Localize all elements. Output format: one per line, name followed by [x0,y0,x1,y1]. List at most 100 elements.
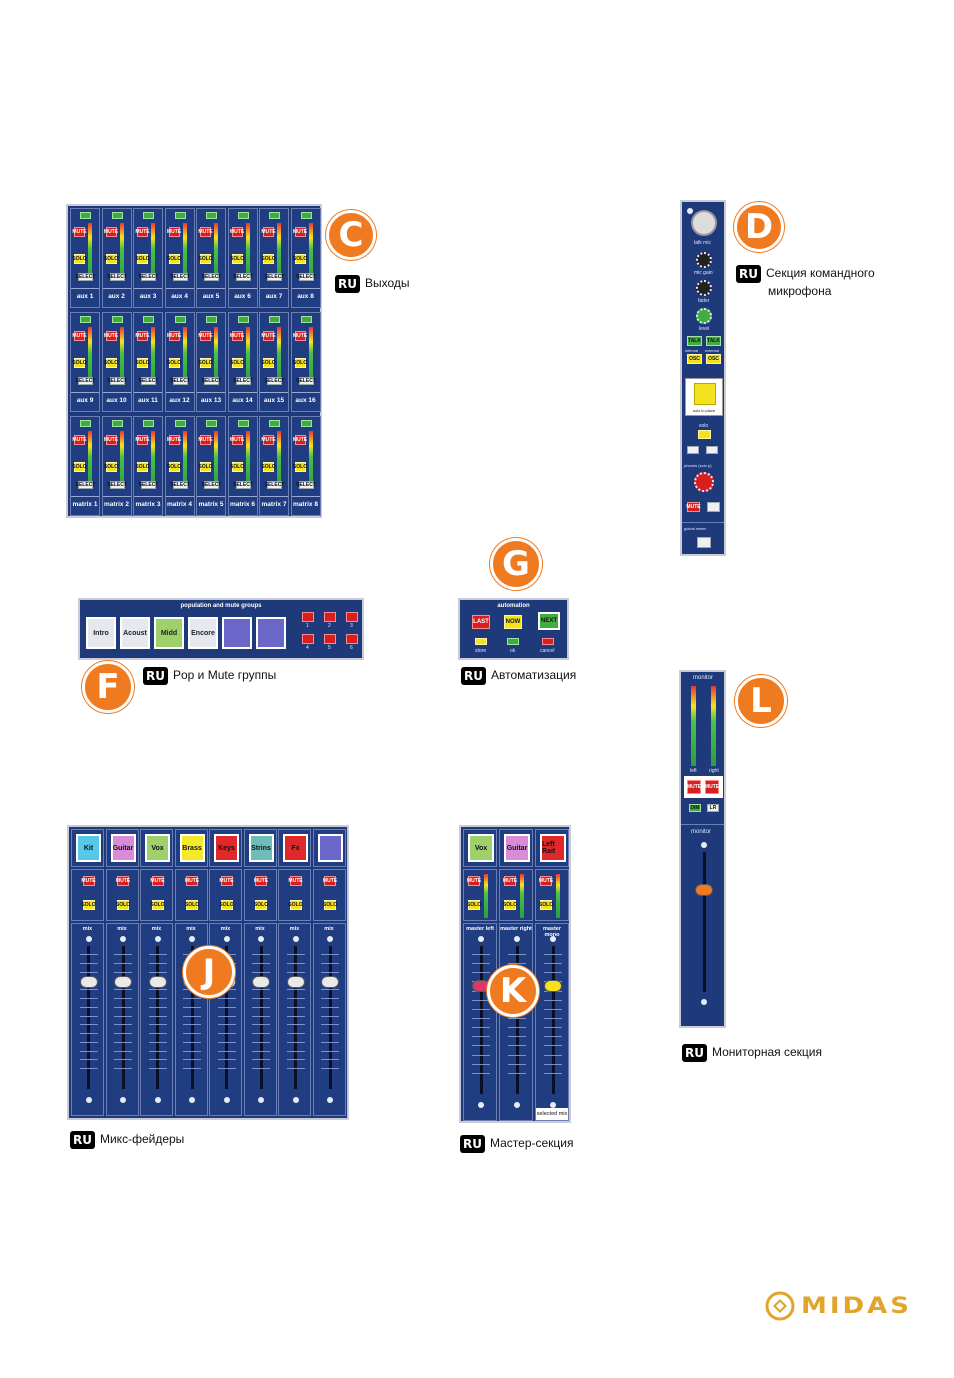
channel-label-button[interactable]: Vox [145,834,170,862]
output-select-top-button[interactable] [80,212,91,219]
monitor-mute-right-button[interactable]: MUTE [705,780,719,794]
last-button[interactable]: LAST [472,615,490,629]
output-solo-button[interactable]: SOLO [103,462,119,472]
output-select-top-button[interactable] [237,212,249,219]
output-mute-button[interactable]: MUTE [229,435,245,445]
output-select-top-button[interactable] [80,316,91,323]
fader-cap[interactable] [286,976,305,988]
output-select-top-button[interactable] [237,420,249,427]
group-button[interactable]: Encore [188,617,218,649]
fader-cap[interactable] [252,976,270,988]
output-mute-button[interactable]: MUTE [72,227,87,237]
group-button[interactable]: Acoust [120,617,150,649]
output-solo-button[interactable]: SOLO [135,462,150,472]
output-select-top-button[interactable] [111,420,123,427]
output-select-button[interactable]: SELECT [75,481,96,489]
output-select-button[interactable]: SELECT [264,273,285,281]
channel-label-button[interactable]: Guitar [504,834,530,862]
fader-cap[interactable] [79,976,98,988]
channel-label-button[interactable]: Left Rait [540,834,566,862]
group-button[interactable] [256,617,286,649]
mute-button[interactable]: MUTE [466,876,482,886]
solo-button[interactable]: SOLO [466,900,482,910]
solo-button[interactable]: SOLO [81,900,96,910]
output-select-button[interactable]: SELECT [107,377,127,385]
ok-button[interactable] [507,638,519,645]
output-select-top-button[interactable] [269,212,280,219]
output-solo-button[interactable]: SOLO [198,462,213,472]
fader-knob[interactable] [696,280,712,296]
fader-cap[interactable] [321,976,339,988]
mute-button[interactable]: MUTE [288,876,303,886]
output-mute-button[interactable]: MUTE [166,331,182,341]
mute-button[interactable]: MUTE [502,876,518,886]
osc-internal-button[interactable]: OSC [687,354,702,364]
output-mute-button[interactable]: MUTE [198,227,213,237]
monitor-fader-cap[interactable] [695,884,713,896]
output-mute-button[interactable]: MUTE [103,435,119,445]
output-mute-button[interactable]: MUTE [135,331,150,341]
fader-cap[interactable] [544,980,562,992]
output-solo-button[interactable]: SOLO [72,254,87,264]
output-solo-button[interactable]: SOLO [72,358,87,368]
group-mute-button[interactable] [324,634,336,644]
output-solo-button[interactable]: SOLO [292,254,308,264]
output-select-button[interactable]: SELECT [75,377,96,385]
channel-label-button[interactable]: Fx [283,834,308,862]
group-mute-button[interactable] [346,634,358,644]
group-button[interactable]: Intro [86,617,116,649]
output-select-button[interactable]: SELECT [296,377,316,385]
mute-button[interactable]: MUTE [184,876,200,886]
solo-in-place-button[interactable] [694,383,716,405]
output-select-top-button[interactable] [80,420,91,427]
output-select-top-button[interactable] [143,316,154,323]
solo-button[interactable]: SOLO [115,900,131,910]
output-select-top-button[interactable] [174,316,186,323]
level-knob[interactable] [696,308,712,324]
output-mute-button[interactable]: MUTE [166,435,182,445]
output-select-button[interactable]: SELECT [170,481,190,489]
output-select-button[interactable]: SELECT [201,377,222,385]
osc-external-button[interactable]: OSC [706,354,721,364]
output-select-top-button[interactable] [300,212,312,219]
output-select-button[interactable]: SELECT [264,481,285,489]
talk-internal-button[interactable]: TALK [687,336,702,346]
dim-button[interactable]: DIM [689,804,701,812]
group-mute-button[interactable] [324,612,336,622]
output-mute-button[interactable]: MUTE [72,331,87,341]
next-button[interactable]: NEXT [538,612,560,630]
output-solo-button[interactable]: SOLO [229,254,245,264]
phones-knob[interactable] [694,472,714,492]
fader-cap[interactable] [114,976,132,988]
output-solo-button[interactable]: SOLO [198,358,213,368]
output-solo-button[interactable]: SOLO [229,358,245,368]
output-select-button[interactable]: SELECT [170,273,190,281]
mute-button[interactable]: MUTE [253,876,269,886]
afl-button[interactable] [706,446,718,454]
output-mute-button[interactable]: MUTE [72,435,87,445]
output-solo-button[interactable]: SOLO [135,254,150,264]
output-select-button[interactable]: SELECT [233,481,253,489]
channel-label-button[interactable]: Keys [214,834,239,862]
output-select-button[interactable]: SELECT [75,273,96,281]
output-select-top-button[interactable] [143,212,154,219]
output-mute-button[interactable]: MUTE [135,227,150,237]
output-select-top-button[interactable] [174,212,186,219]
output-select-top-button[interactable] [269,316,280,323]
channel-label-button[interactable]: Guitar [110,834,136,862]
phones-mute-button[interactable]: MUTE [686,502,701,512]
fader-cap[interactable] [148,976,167,988]
channel-label-button[interactable]: Strins [248,834,274,862]
output-mute-button[interactable]: MUTE [261,435,276,445]
mute-button[interactable]: MUTE [538,876,554,886]
solo-button[interactable]: SOLO [253,900,269,910]
output-select-button[interactable]: SELECT [138,481,159,489]
output-select-top-button[interactable] [206,212,217,219]
output-solo-button[interactable]: SOLO [261,358,276,368]
pfl-button[interactable] [687,446,699,454]
output-select-button[interactable]: SELECT [264,377,285,385]
output-select-button[interactable]: SELECT [138,377,159,385]
output-solo-button[interactable]: SOLO [103,254,119,264]
now-button[interactable]: NOW [504,615,522,629]
output-solo-button[interactable]: SOLO [166,462,182,472]
